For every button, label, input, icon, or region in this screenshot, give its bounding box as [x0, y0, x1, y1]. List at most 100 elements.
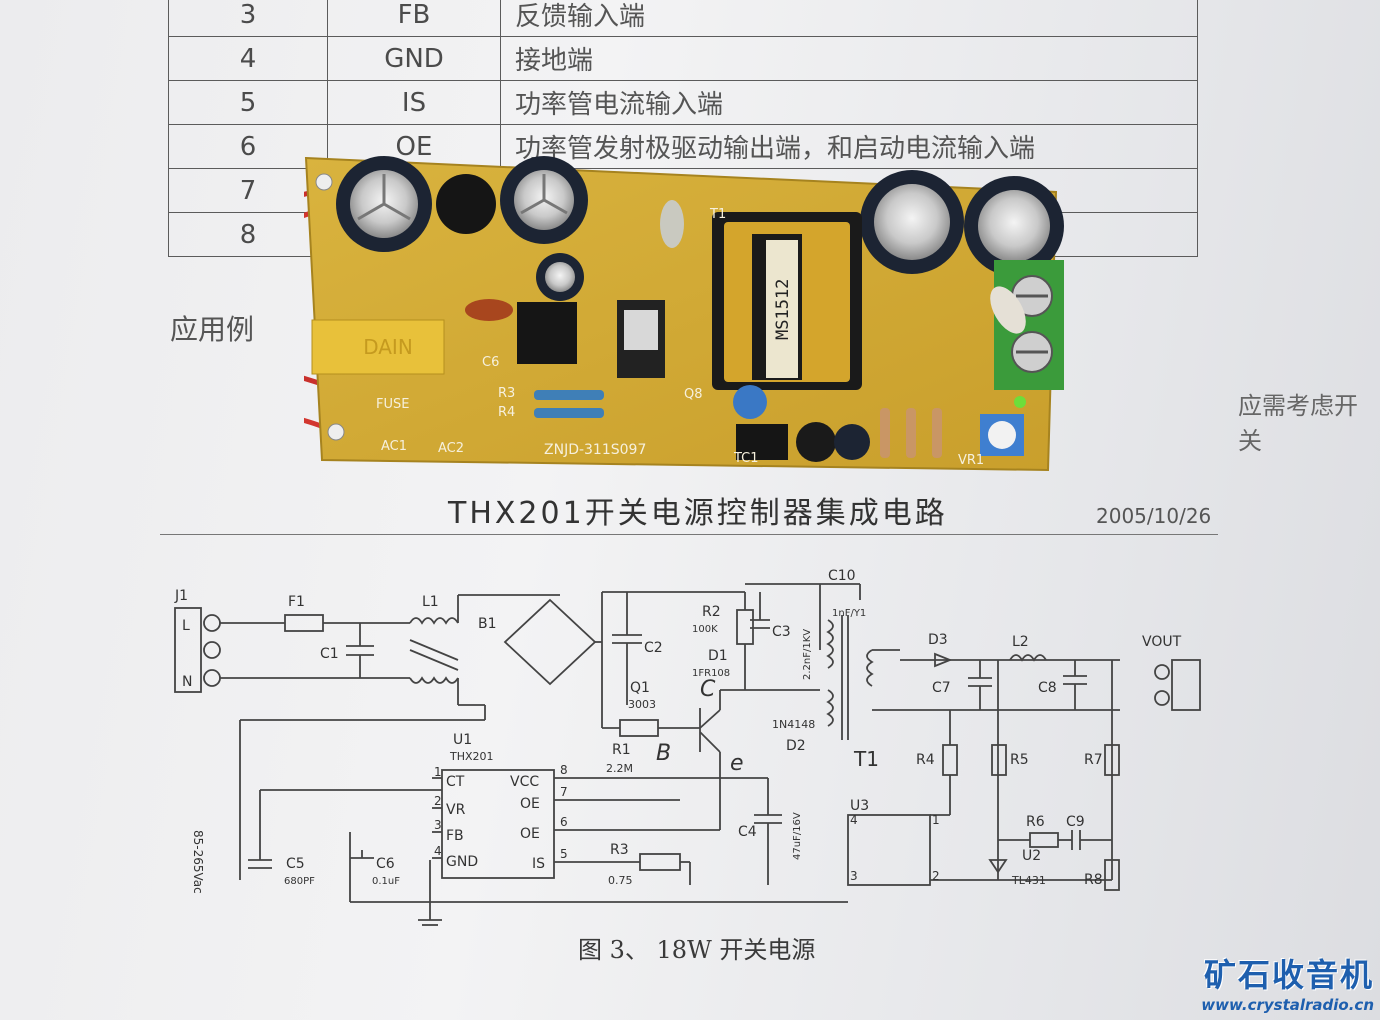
- inductor-l1: [436, 174, 496, 234]
- sch-r6: R6: [1026, 814, 1045, 830]
- sch-u3-pin4: 4: [850, 813, 858, 827]
- sch-r5: R5: [1010, 752, 1029, 768]
- ic-u1: [517, 302, 577, 364]
- sch-r2-value: 100K: [692, 624, 718, 635]
- sch-r1-value: 2.2M: [606, 762, 633, 775]
- sch-c7: C7: [932, 680, 951, 696]
- sch-vout: VOUT: [1142, 634, 1182, 650]
- sch-hand-b: B: [656, 741, 671, 766]
- pin-description-cell: 功率管电流输入端: [500, 80, 1198, 125]
- silk-fuse: FUSE: [376, 397, 409, 412]
- sch-pin3: 3: [434, 818, 442, 832]
- sch-c10: C10: [828, 568, 856, 584]
- sch-pin2: 2: [434, 794, 442, 808]
- pin-description-cell: 接地端: [500, 36, 1198, 81]
- sch-pin4: 4: [434, 844, 442, 858]
- sch-gnd: GND: [446, 854, 478, 870]
- document-date: 2005/10/26: [1096, 504, 1212, 528]
- sch-c5-value: 680PF: [284, 876, 315, 887]
- sch-c3-value: 2.2nF/1KV: [802, 629, 813, 680]
- pin-signal-cell: GND: [327, 36, 501, 81]
- sch-u3: U3: [850, 798, 869, 814]
- sch-hand-e: e: [730, 751, 744, 776]
- silk-ac2: AC2: [438, 441, 464, 456]
- sch-u3-pin3: 3: [850, 869, 858, 883]
- sch-vcc: VCC: [510, 774, 539, 790]
- capacitor-c4: [536, 253, 584, 301]
- watermark-name: 矿石收音机: [1203, 956, 1374, 994]
- watermark-url: www.crystalradio.cn: [1201, 996, 1374, 1014]
- transformer-label: MS1512: [773, 279, 793, 340]
- sch-u3-pin1: 1: [932, 813, 940, 827]
- x-capacitor: [311, 319, 445, 375]
- pin-num-cell: 8: [168, 212, 328, 257]
- sch-l1: L1: [422, 594, 439, 610]
- silk-r3: R3: [498, 386, 515, 401]
- sch-fb: FB: [446, 828, 464, 844]
- silk-c6: C6: [482, 355, 499, 370]
- sch-vac: 85-265Vac: [191, 830, 205, 894]
- sch-d2: D2: [786, 738, 806, 754]
- sch-u1: U1: [453, 732, 472, 748]
- sch-c6-value: 0.1uF: [372, 876, 400, 887]
- optocoupler-u3: [736, 424, 788, 460]
- sch-c5: C5: [286, 856, 305, 872]
- sch-pin7: 7: [560, 785, 568, 799]
- side-note-text: 应需考虑开关: [1238, 392, 1358, 455]
- silk-tc1: TC1: [733, 451, 759, 466]
- sch-r8: R8: [1084, 872, 1103, 888]
- sch-c6: C6: [376, 856, 395, 872]
- silk-r4: R4: [498, 405, 515, 420]
- section-label: 应用例: [170, 313, 255, 346]
- ntc-thermistor: [660, 200, 684, 248]
- sch-c3: C3: [772, 624, 791, 640]
- capacitor-c2: [500, 156, 588, 244]
- pin-num-cell: 3: [168, 0, 328, 37]
- sch-c8: C8: [1038, 680, 1057, 696]
- capacitor-c6: [465, 299, 513, 321]
- sch-d2-value: 1N4148: [772, 718, 815, 731]
- sch-pin5: 5: [560, 847, 568, 861]
- sch-vr: VR: [446, 802, 466, 818]
- pin-signal-cell: FB: [327, 0, 501, 37]
- resistor-white: [990, 286, 1026, 334]
- sch-r4: R4: [916, 752, 935, 768]
- silk-ac1: AC1: [381, 439, 407, 454]
- capacitor-c7: [860, 170, 964, 274]
- pcb-board: MS1512 DAIN: [304, 156, 1064, 472]
- sch-oe6: OE: [520, 826, 540, 842]
- cap-brand-text: DAIN: [363, 335, 413, 359]
- sch-l: L: [182, 618, 190, 634]
- resistor-r3: [534, 390, 604, 400]
- capacitor-c8: [964, 176, 1064, 276]
- sch-is: IS: [532, 856, 545, 872]
- resistor-r4: [534, 408, 604, 418]
- circuit-schematic: J1 L N F1 C1 L1 B1 C2 R2 100K C3 D1 1FR1…: [174, 568, 1201, 926]
- figure-caption: 图 3、 18W 开关电源: [578, 936, 816, 964]
- sch-u2: U2: [1022, 848, 1041, 864]
- sch-pin8: 8: [560, 763, 568, 777]
- sch-b1: B1: [478, 616, 497, 632]
- sch-c4-value: 47uF/16V: [792, 812, 803, 860]
- sch-d3: D3: [928, 632, 948, 648]
- sch-ct: CT: [446, 774, 465, 790]
- sch-pin1: 1: [434, 765, 442, 779]
- pin-description-cell: 功率管发射极驱动输出端，和启动电流输入端: [500, 124, 1198, 169]
- sch-c2: C2: [644, 640, 663, 656]
- sch-d1: D1: [708, 648, 728, 664]
- silk-vr1: VR1: [958, 453, 984, 468]
- sch-q1-value: 3003: [628, 698, 656, 711]
- sch-r3-value: 0.75: [608, 874, 633, 887]
- sch-hand-c: C: [700, 677, 716, 702]
- pin-num-cell: 7: [168, 168, 328, 213]
- document-title: THX201开关电源控制器集成电路: [448, 496, 948, 531]
- sch-r3: R3: [610, 842, 629, 858]
- sch-u3-pin2: 2: [932, 869, 940, 883]
- pin-num-cell: 4: [168, 36, 328, 81]
- sch-n: N: [182, 674, 192, 690]
- sch-c9: C9: [1066, 814, 1085, 830]
